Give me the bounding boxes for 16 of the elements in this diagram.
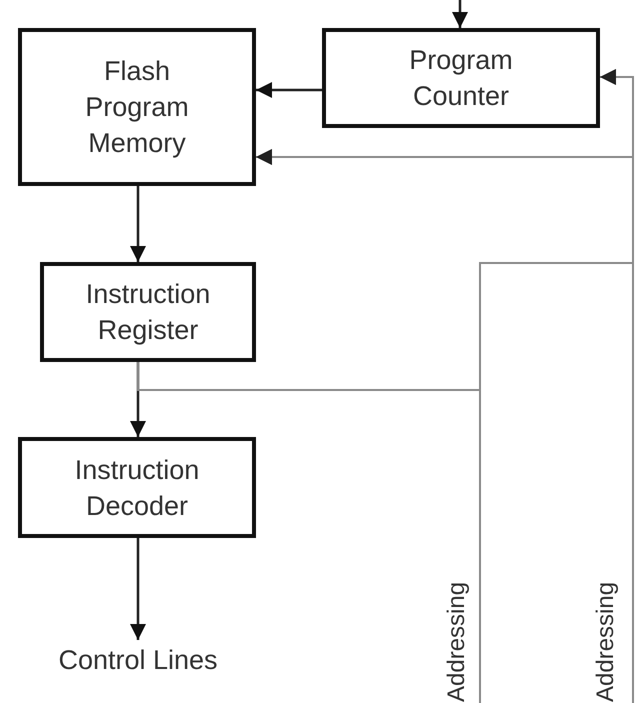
arrow — [130, 538, 146, 640]
process-box — [18, 437, 256, 538]
process-box — [322, 28, 600, 128]
bus-label: Addressing — [443, 582, 471, 702]
block-label: Instruction Register — [84, 278, 212, 347]
arrow — [130, 362, 146, 437]
process-box — [40, 262, 256, 362]
output-label: Control Lines — [58, 644, 218, 677]
bus-label: Addressing — [592, 582, 620, 702]
arrow — [452, 0, 468, 28]
block-label: Flash Program Memory — [84, 55, 190, 160]
block-label: Instruction Decoder — [74, 454, 200, 522]
block-label: Program Counter — [408, 44, 514, 113]
arrow — [130, 186, 146, 262]
process-box — [18, 28, 256, 186]
arrow — [256, 82, 322, 98]
